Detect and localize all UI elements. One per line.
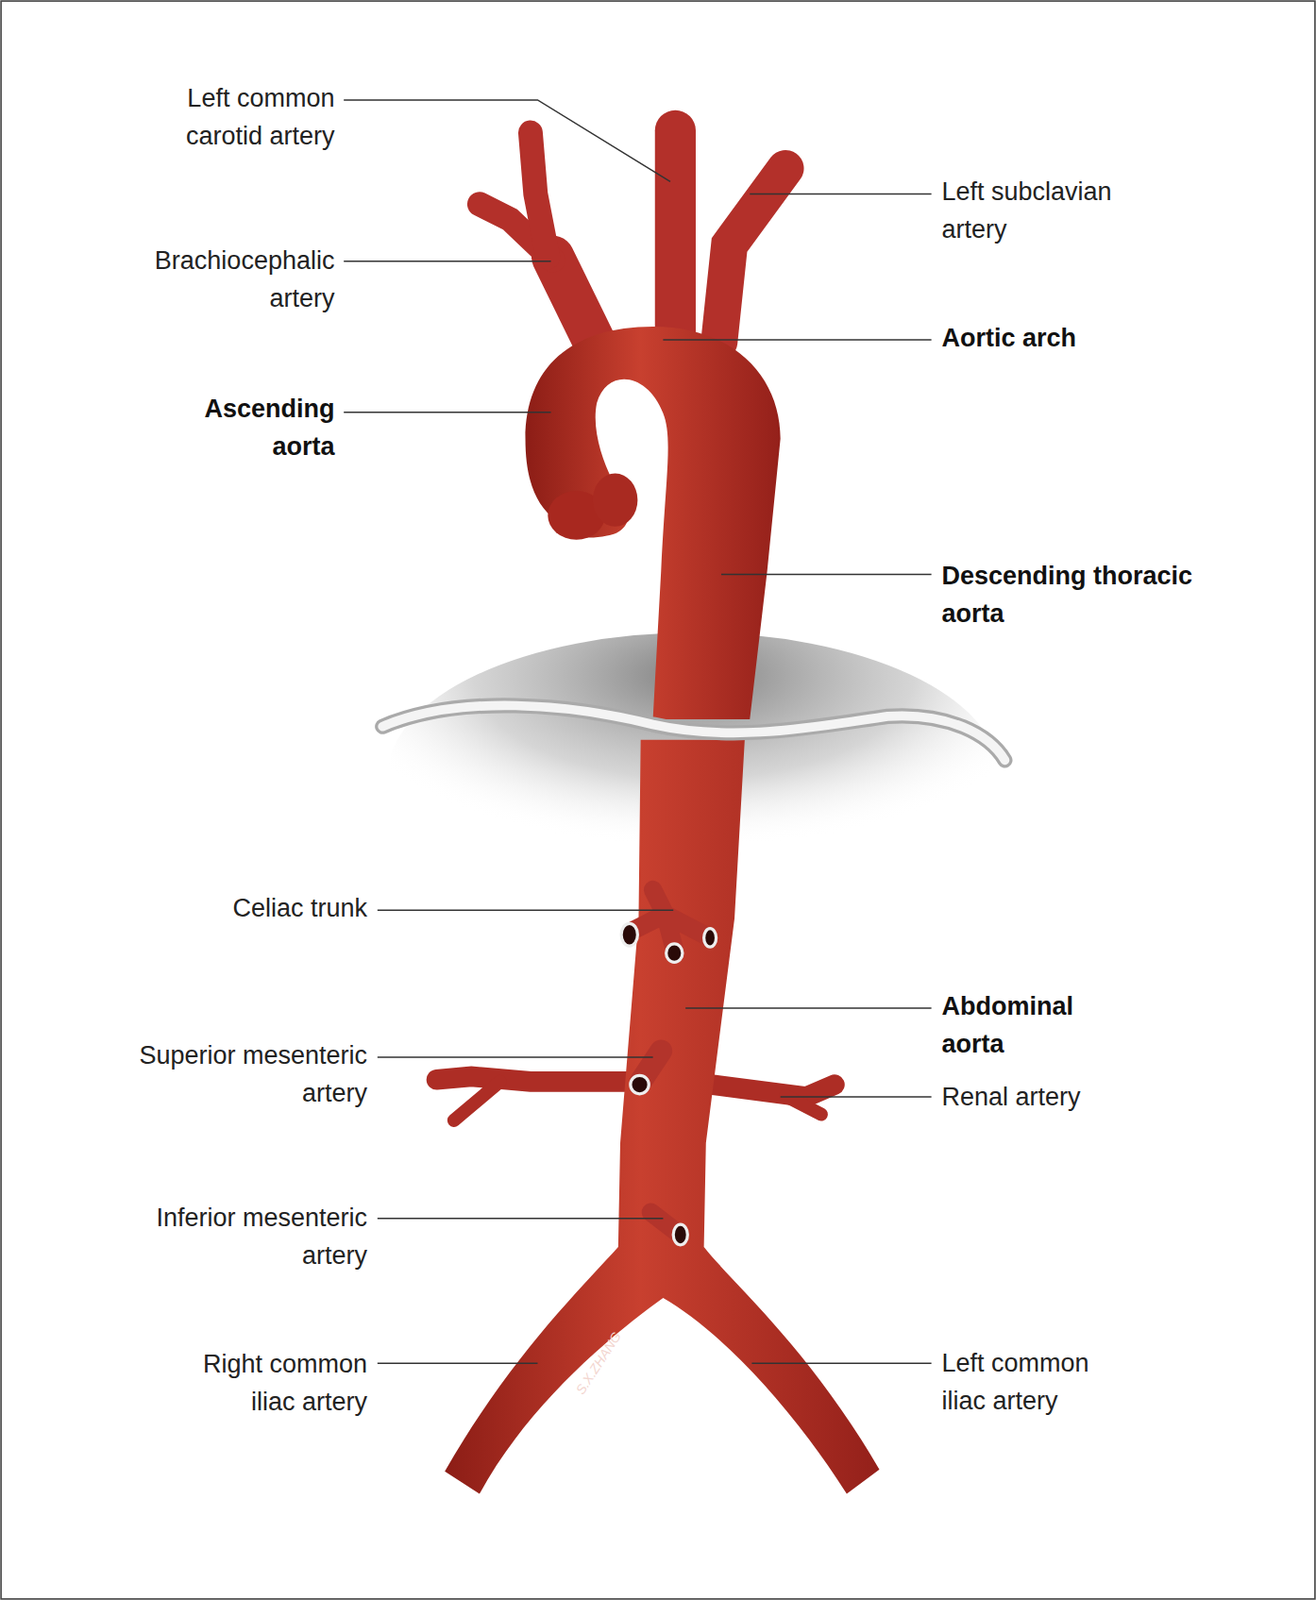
thoracic-aorta <box>525 326 781 720</box>
leader-line <box>662 338 931 341</box>
leader-line <box>749 193 931 196</box>
renal-branch <box>454 1081 501 1121</box>
aortic-root-bulge <box>592 473 639 527</box>
diaphragm <box>382 705 1005 760</box>
leader-line <box>343 411 551 414</box>
renal-branch <box>785 1096 822 1114</box>
vessel-opening <box>673 1224 688 1246</box>
leader-line <box>377 1362 539 1365</box>
leader-line <box>343 260 551 263</box>
section-label: Descending thoracic aorta <box>941 556 1225 633</box>
vessel-opening <box>630 1075 649 1094</box>
artery-label: Inferior mesenteric artery <box>112 1198 368 1275</box>
artery-label: Celiac trunk <box>121 889 368 928</box>
abdominal-aorta <box>444 740 879 1495</box>
artery-label: Superior mesenteric artery <box>112 1036 368 1113</box>
artery-label: Left common carotid artery <box>145 79 335 155</box>
visceral-branches <box>621 890 716 1246</box>
artery-label: Renal artery <box>941 1078 1187 1116</box>
left-renal-artery <box>704 1083 835 1097</box>
artery-label: Left common iliac artery <box>941 1344 1126 1420</box>
artery-label: Left subclavian artery <box>941 172 1149 249</box>
right-common-carotid-artery <box>530 133 548 258</box>
diaphragm <box>382 705 1005 760</box>
leader-line <box>377 1217 664 1220</box>
brachiocephalic-artery <box>553 256 597 347</box>
section-label: Aortic arch <box>941 319 1225 357</box>
leader-line <box>377 909 674 912</box>
leader-lines <box>343 100 931 1364</box>
right-renal-artery <box>437 1076 633 1081</box>
artery-label: Brachiocephalic artery <box>126 241 335 318</box>
left-common-carotid-artery <box>655 130 696 337</box>
vessel-opening <box>621 923 638 946</box>
section-label: Ascending aorta <box>173 389 335 466</box>
leader-line <box>685 1007 931 1010</box>
vessel-opening <box>666 944 683 962</box>
leader-line <box>343 100 671 182</box>
leader-line <box>780 1096 932 1098</box>
section-label: Abdominal aorta <box>941 987 1102 1063</box>
signature: S.X.ZHANG <box>572 1329 625 1398</box>
arch-branches <box>479 130 786 347</box>
artery-label: Right common iliac artery <box>173 1345 368 1421</box>
leader-line <box>751 1362 931 1365</box>
celiac-trunk <box>632 890 709 950</box>
leader-line <box>721 573 932 576</box>
leader-line <box>377 1056 654 1059</box>
vessel-opening <box>704 928 717 947</box>
